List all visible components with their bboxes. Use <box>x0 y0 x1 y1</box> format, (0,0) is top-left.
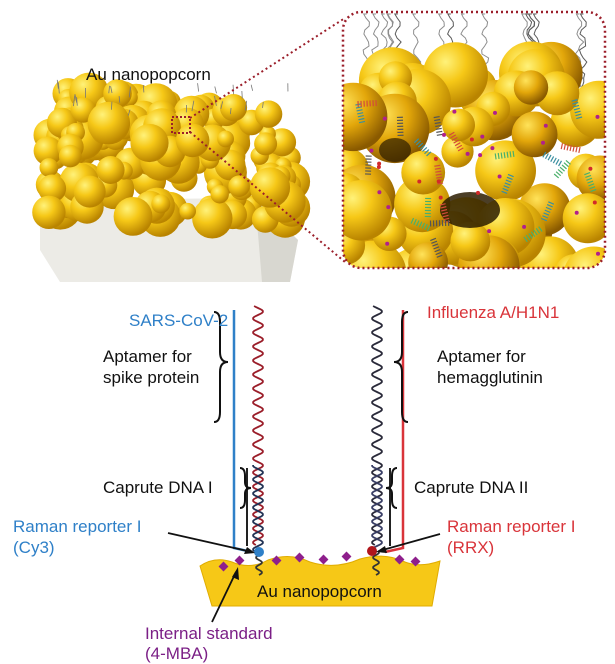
top-surface-label: Au nanopopcorn <box>86 65 211 84</box>
influenza-label: Influenza A/H1N1 <box>427 303 560 322</box>
aptamer-right-line2: hemagglutinin <box>437 368 543 387</box>
nanopopcorn-block <box>32 72 311 282</box>
reporter-left-line1: Raman reporter I <box>13 517 142 536</box>
inset-border <box>341 10 607 270</box>
cy3-arrowhead <box>244 547 255 554</box>
rrx-arrow <box>378 533 441 552</box>
standard-arrowhead <box>232 567 239 580</box>
zoom-marker <box>171 116 191 134</box>
substrate-wave <box>199 555 441 607</box>
reporter-right-line2: (RRX) <box>447 538 495 557</box>
capture-right-label: Caprute DNA II <box>414 478 529 497</box>
aptamer-left-line2: spike protein <box>103 368 200 387</box>
zoom-inset <box>341 10 607 270</box>
dna-strands <box>252 305 383 576</box>
rrx-arrowhead <box>376 546 387 553</box>
aptamer-brace-right <box>393 311 409 423</box>
gold-cluster <box>32 72 311 239</box>
internal-standard-dots <box>218 551 421 572</box>
cy3-reporter <box>254 547 264 557</box>
capture-left-label: Caprute DNA I <box>103 478 213 497</box>
sars-aptamer-frame <box>232 310 253 554</box>
reporter-left-line2: (Cy3) <box>13 538 55 557</box>
aptamer-left-line1: Aptamer for <box>103 347 192 366</box>
aptamer-right-line1: Aptamer for <box>437 347 526 366</box>
sars-label: SARS-CoV-2 <box>129 311 229 330</box>
cy3-arrow <box>167 532 253 553</box>
capture-brace-right <box>385 467 398 509</box>
flu-aptamer-frame <box>384 310 405 554</box>
standard-line1: Internal standard <box>145 624 273 643</box>
zoom-line-bottom <box>189 131 346 263</box>
standard-arrow <box>211 571 237 623</box>
zoom-line-top <box>189 17 346 119</box>
capture-brace-left <box>239 467 252 509</box>
reporter-right-line1: Raman reporter I <box>447 517 576 536</box>
aptamer-brace-left <box>213 311 229 423</box>
standard-line2: (4-MBA) <box>145 644 209 663</box>
substrate-label: Au nanopopcorn <box>257 582 382 601</box>
rrx-reporter <box>367 546 377 556</box>
